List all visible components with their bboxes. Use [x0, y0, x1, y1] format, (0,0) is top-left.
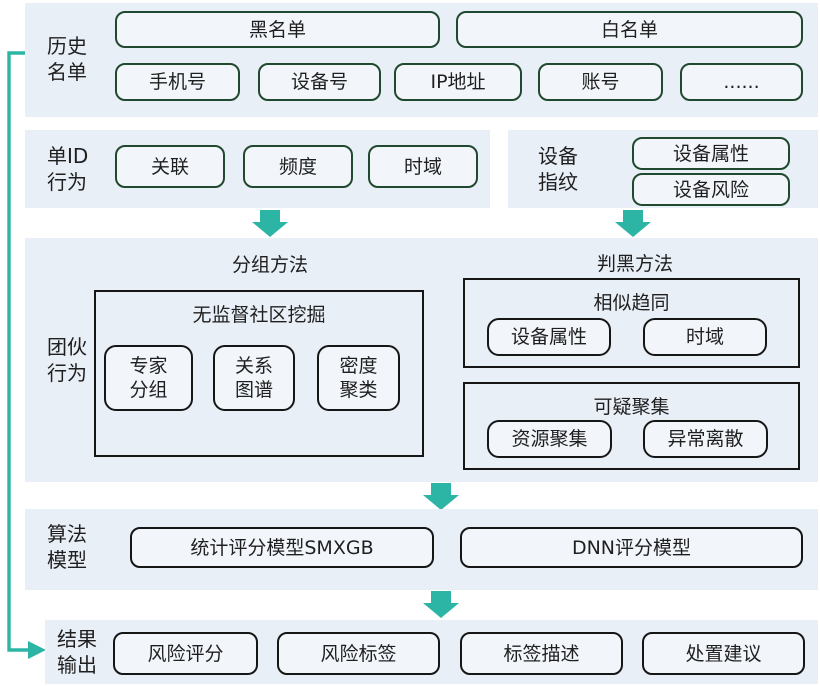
time-domain-box: 时域 — [368, 145, 478, 188]
smxgb-model-box: 统计评分模型SMXGB — [130, 527, 434, 568]
ip-address-box: IP地址 — [394, 63, 522, 101]
down-arrow-models — [423, 483, 459, 510]
down-arrow-right — [615, 210, 651, 237]
suspicious-aggregation-box: 可疑聚集 — [463, 382, 800, 470]
single-id-label: 单ID 行为 — [47, 144, 89, 194]
device-risk-box: 设备风险 — [632, 173, 790, 206]
output-label: 结果 输出 — [57, 627, 97, 677]
gang-label: 团伙 行为 — [47, 335, 87, 385]
device-fp-label: 设备 指纹 — [538, 144, 578, 194]
device-attribute-box: 设备属性 — [632, 137, 790, 170]
disposal-advice-box: 处置建议 — [642, 632, 805, 675]
dnn-model-box: DNN评分模型 — [460, 527, 803, 568]
resource-aggregation-box: 资源聚集 — [487, 420, 612, 458]
suspicious-aggregation-title: 可疑聚集 — [593, 396, 670, 418]
expert-grouping-box: 专家 分组 — [104, 345, 193, 411]
label-description-box: 标签描述 — [460, 632, 623, 675]
similar-convergence-box: 相似趋同 — [463, 278, 800, 368]
community-mining-title: 无监督社区挖掘 — [192, 304, 326, 326]
blacklist-box: 黑名单 — [115, 11, 440, 48]
ellipsis-box: ...... — [680, 63, 803, 101]
grouping-method-title: 分组方法 — [232, 254, 309, 276]
association-box: 关联 — [115, 145, 225, 188]
frequency-box: 频度 — [243, 145, 353, 188]
down-arrow-left — [252, 210, 288, 237]
similar-convergence-title: 相似趋同 — [593, 292, 670, 314]
risk-score-box: 风险评分 — [113, 632, 258, 675]
similar-time-domain-box: 时域 — [643, 318, 767, 356]
similar-device-attribute-box: 设备属性 — [487, 318, 611, 356]
whitelist-box: 白名单 — [456, 11, 803, 48]
risk-label-box: 风险标签 — [277, 632, 440, 675]
phone-number-box: 手机号 — [115, 63, 240, 101]
history-label: 历史 名单 — [47, 34, 87, 84]
device-id-box: 设备号 — [258, 63, 381, 101]
account-box: 账号 — [538, 63, 663, 101]
blackjudge-method-title: 判黑方法 — [597, 253, 674, 275]
relation-graph-box: 关系 图谱 — [213, 345, 295, 411]
density-cluster-box: 密度 聚类 — [317, 345, 400, 411]
community-mining-box: 无监督社区挖掘 — [94, 290, 424, 457]
down-arrow-output — [423, 591, 459, 618]
abnormal-dispersion-box: 异常离散 — [643, 420, 768, 458]
algorithm-label: 算法 模型 — [47, 522, 87, 572]
